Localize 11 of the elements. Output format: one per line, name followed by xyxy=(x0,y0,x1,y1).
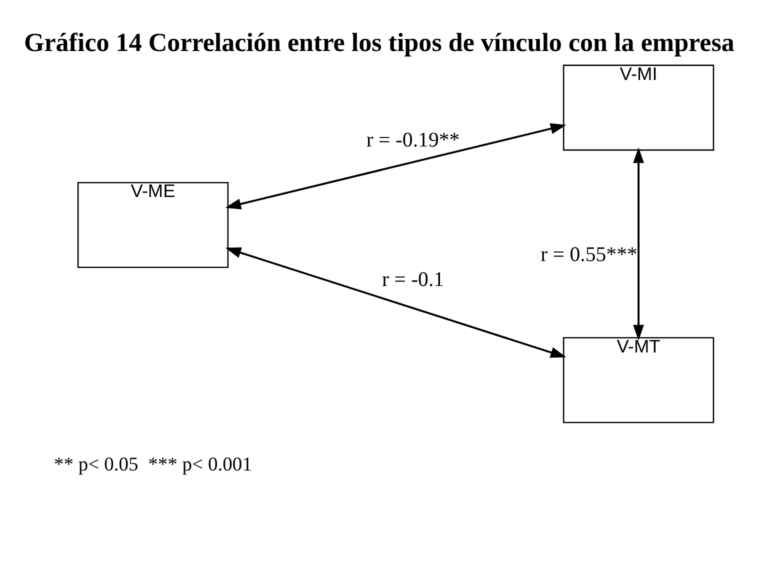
label: ** p< 0.05 *** p< 0.001 xyxy=(54,454,252,476)
arrow xyxy=(225,247,566,358)
arrow xyxy=(633,147,644,340)
diagram-title: Gráfico 14 Correlación entre los tipos de vínculo con la empresa xyxy=(24,28,734,57)
node-box: V-MT xyxy=(562,337,714,424)
edge-label: r = 0.55*** xyxy=(540,242,638,266)
arrow xyxy=(225,123,566,210)
edge-label: r = -0.1 xyxy=(382,267,444,291)
edge-label: r = -0.19** xyxy=(366,128,460,152)
node-box: V-ME xyxy=(77,182,229,268)
node-box: V-MI xyxy=(562,64,714,151)
